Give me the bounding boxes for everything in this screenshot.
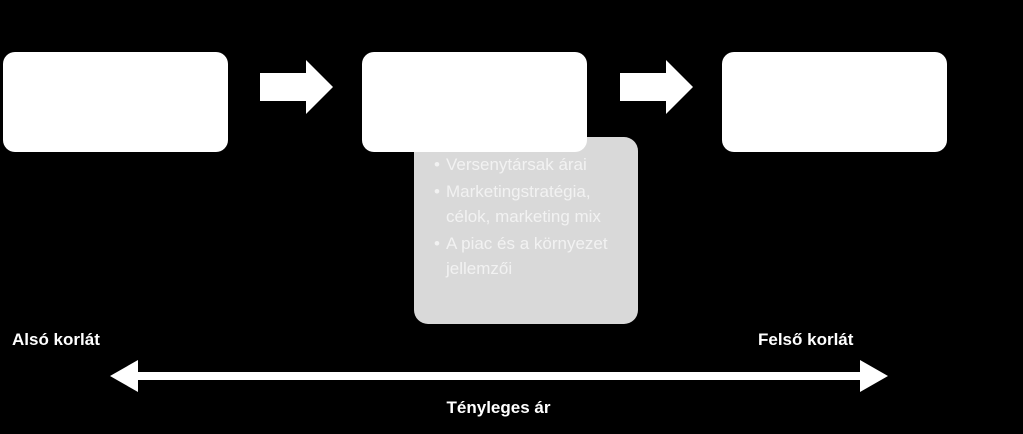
flow-arrow-2-icon <box>620 60 693 114</box>
detail-item-market-environment: A piac és a környezet jellemzői <box>446 234 608 278</box>
detail-item-competitor-prices: Versenytársak árai <box>446 155 587 174</box>
actual-price-label: Tényleges ár <box>446 398 551 417</box>
detail-list-item: • A piac és a környezet jellemzői <box>414 231 638 281</box>
process-box-2 <box>362 52 587 152</box>
bullet-icon: • <box>434 182 440 201</box>
detail-list-item: • Marketingstratégia, célok, marketing m… <box>414 179 638 229</box>
lower-limit-label: Alsó korlát <box>12 330 100 349</box>
detail-panel: • Versenytársak árai • Marketingstratégi… <box>414 137 638 324</box>
detail-item-marketing-strategy: Marketingstratégia, célok, marketing mix <box>446 182 601 226</box>
process-box-1 <box>3 52 228 152</box>
detail-list-item: • Versenytársak árai <box>414 152 638 177</box>
double-arrow-icon <box>110 360 888 392</box>
bullet-icon: • <box>434 234 440 253</box>
flow-arrow-1-icon <box>260 60 333 114</box>
bullet-icon: • <box>434 155 440 174</box>
detail-list: • Versenytársak árai • Marketingstratégi… <box>414 152 644 283</box>
process-box-3 <box>722 52 947 152</box>
upper-limit-label: Felső korlát <box>758 330 854 349</box>
